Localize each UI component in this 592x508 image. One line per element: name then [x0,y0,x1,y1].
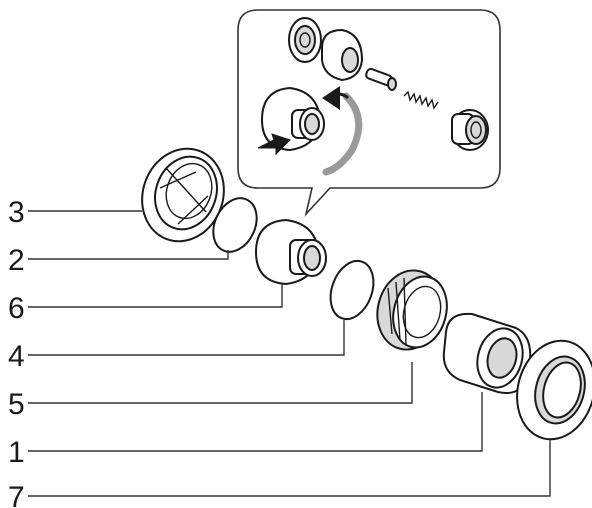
push-arrow-icon [257,133,291,156]
callout-2: 2 [8,244,25,277]
inset-pin [365,67,397,91]
inset-dome-assembly [261,87,325,151]
rotate-arrow-icon [322,86,363,176]
inset-dome-nut [321,29,363,81]
part-6-dome-housing [255,219,327,285]
part-5-threaded-nut [376,269,448,351]
callout-7: 7 [8,481,25,508]
callout-1: 1 [8,436,25,469]
part-7-flange-ring [516,339,592,441]
callout-5: 5 [8,388,25,421]
inset-cartridge [451,109,489,151]
inset-knob-part [288,17,322,63]
callout-3: 3 [8,196,25,229]
part-4-o-ring [329,259,375,321]
part-1-connector-body [442,312,532,394]
part-3-grille-ring [141,147,225,243]
callout-4: 4 [8,340,25,373]
leader-lines [28,210,551,497]
callout-6: 6 [8,292,25,325]
part-2-o-ring [212,197,258,253]
assembly-detail-inset [237,9,501,217]
inset-spring [403,90,439,110]
